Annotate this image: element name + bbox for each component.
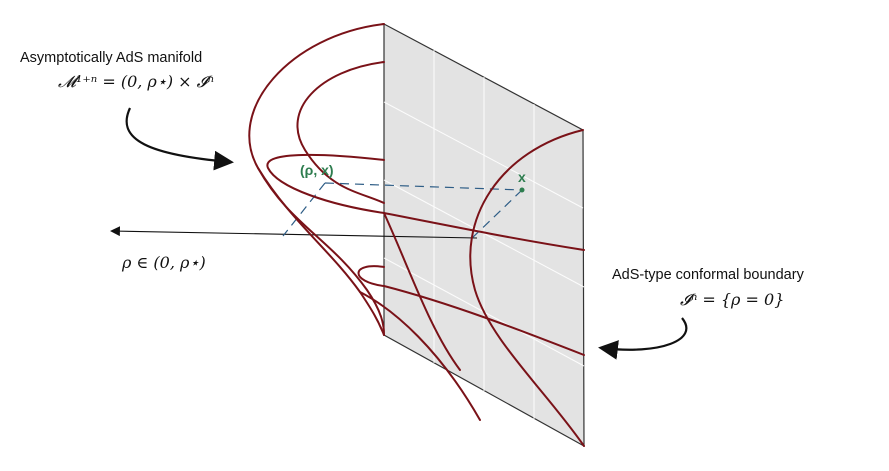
curve-middle-right [383, 212, 585, 251]
curve-outer-arc [248, 23, 385, 336]
boundary-point-label: x [518, 169, 526, 185]
rho-range-label: ρ ∈ (0, ρ⋆) [121, 253, 206, 272]
manifold-title: Asymptotically AdS manifold [20, 50, 202, 66]
boundary-title: AdS-type conformal boundary [612, 267, 805, 283]
curve-descend-1 [383, 212, 461, 371]
curve-lower-right [383, 285, 585, 356]
curve-plane-bulge [469, 129, 585, 447]
bulk-point-label: (ρ, x) [300, 162, 334, 178]
curve-descend-2 [359, 291, 481, 421]
boundary-point [519, 187, 525, 193]
plane-grid [383, 50, 585, 419]
manifold-curves [248, 23, 585, 447]
curve-descend-3 [257, 167, 385, 336]
manifold-formula: 𝓜¹⁺ⁿ = (0, ρ⋆) × 𝓘ⁿ [58, 72, 214, 91]
curve-lower-left [357, 265, 385, 287]
boundary-plane [383, 23, 585, 448]
curve-inner-arc [296, 61, 385, 204]
boundary-formula: 𝓘ⁿ = {ρ = 0} [680, 290, 784, 309]
curve-middle-left [266, 153, 385, 214]
manifold-pointer-arrow [125, 107, 234, 171]
boundary-pointer-arrow [598, 317, 688, 360]
rho-axis-arrow [110, 226, 478, 239]
